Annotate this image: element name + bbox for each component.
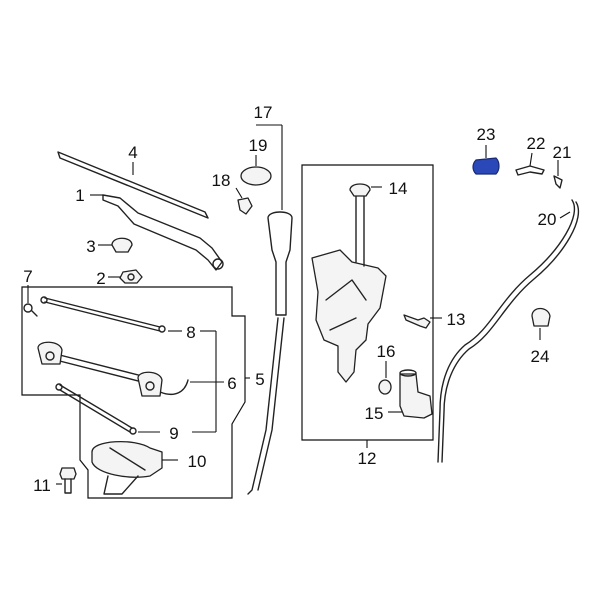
washer-nozzle-part	[472, 157, 500, 175]
reservoir-detail	[325, 279, 367, 331]
callout-2: 2	[96, 269, 105, 288]
linkage-pivot-right-hole	[145, 381, 155, 391]
callout-20: 20	[538, 210, 557, 229]
wiper-arm-pivot-part	[212, 258, 224, 270]
callout-4: 4	[128, 143, 137, 162]
connecting-rod-part	[44, 297, 161, 332]
callout-21: 21	[553, 143, 572, 162]
callout-22: 22	[527, 134, 546, 153]
callout-12: 12	[358, 449, 377, 468]
hose-clip-part	[553, 175, 563, 189]
arm-cap-part	[111, 237, 133, 253]
reservoir-bolt-part	[403, 314, 431, 329]
leader-20	[559, 211, 571, 219]
callout-19: 19	[249, 136, 268, 155]
callout-13: 13	[447, 310, 466, 329]
washer-reservoir-part	[311, 249, 387, 383]
hose-connector-part	[515, 165, 545, 176]
callout-24: 24	[531, 347, 550, 366]
grommet-part	[237, 197, 253, 215]
rod-end-right	[158, 325, 166, 333]
bolt-head-part	[59, 467, 77, 480]
reservoir-neck-part	[355, 194, 365, 267]
hose-retainer-part	[531, 307, 551, 327]
reservoir-top-cap-part	[349, 183, 371, 197]
bolt-shank-part	[64, 478, 72, 494]
callout-8: 8	[186, 323, 195, 342]
callout-14: 14	[389, 179, 408, 198]
wiper-arm-part	[102, 194, 223, 271]
leader-18	[235, 187, 243, 199]
arm-nut-part	[119, 269, 143, 284]
leader-22	[529, 152, 533, 167]
callout-3: 3	[86, 237, 95, 256]
callout-17: 17	[254, 103, 273, 122]
drive-rod-end-right	[129, 427, 137, 435]
washer-pump-part	[399, 373, 433, 419]
arm-nut-hole	[127, 273, 135, 281]
linkage-pivot-left	[37, 341, 63, 365]
washer-hose-inner	[441, 201, 580, 463]
callout-23: 23	[477, 125, 496, 144]
drive-rod-end-left	[55, 383, 63, 391]
rod-end-left	[40, 296, 48, 304]
callout-16: 16	[377, 342, 396, 361]
filler-tube-part	[247, 317, 285, 495]
washer-hose-part	[437, 199, 576, 463]
wiper-blade-part	[57, 151, 209, 219]
pump-top	[399, 369, 417, 377]
callout-15: 15	[365, 404, 384, 423]
callout-6: 6	[227, 374, 236, 393]
motor-detail	[109, 447, 146, 471]
callout-5: 5	[255, 370, 264, 389]
callout-10: 10	[188, 452, 207, 471]
clip-part	[23, 303, 33, 313]
reservoir-cap-part	[240, 166, 272, 186]
callout-1: 1	[75, 186, 84, 205]
callout-11: 11	[33, 476, 51, 495]
clip-pin	[31, 310, 38, 317]
filler-neck-part	[267, 211, 293, 316]
callout-18: 18	[212, 171, 231, 190]
linkage-pivot-left-hole	[45, 351, 55, 361]
motor-bracket-part	[103, 475, 139, 495]
callout-9: 9	[169, 424, 178, 443]
wiper-linkage-group-box	[21, 286, 246, 499]
washer-reservoir-group-box	[301, 164, 434, 441]
drive-rod-part	[59, 384, 133, 433]
pump-seal-part	[378, 379, 392, 395]
callout-7: 7	[23, 267, 32, 286]
linkage-pivot-right	[137, 371, 163, 397]
